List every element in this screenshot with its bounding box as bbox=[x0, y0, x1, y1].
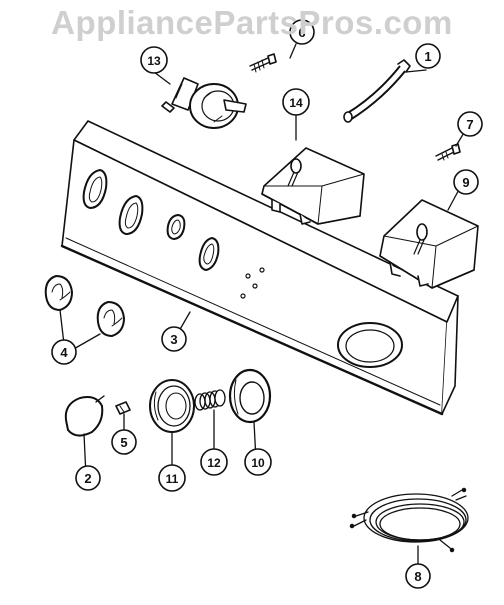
callout-1-label: 1 bbox=[424, 49, 431, 64]
ring-10 bbox=[228, 368, 272, 424]
callout-5-label: 5 bbox=[120, 435, 127, 450]
callout-9: 9 bbox=[453, 169, 479, 195]
screw-6 bbox=[249, 53, 277, 73]
callout-12-label: 12 bbox=[207, 456, 221, 470]
callout-11: 11 bbox=[158, 464, 186, 492]
callout-13: 13 bbox=[140, 46, 168, 74]
callout-9-label: 9 bbox=[462, 175, 469, 190]
spring-12 bbox=[194, 389, 226, 411]
panel-holes bbox=[240, 267, 265, 299]
callout-1: 1 bbox=[415, 43, 441, 69]
callout-2-label: 2 bbox=[84, 471, 91, 486]
knob-lower bbox=[96, 301, 125, 337]
callout-12: 12 bbox=[200, 448, 228, 476]
bezel-11 bbox=[149, 379, 195, 433]
callout-2: 2 bbox=[75, 465, 101, 491]
callout-8-label: 8 bbox=[414, 569, 421, 584]
callout-14: 14 bbox=[282, 88, 310, 116]
callout-3-label: 3 bbox=[170, 332, 177, 347]
switch-assembly bbox=[161, 77, 247, 129]
callout-13-label: 13 bbox=[147, 54, 161, 68]
callout-10-label: 10 bbox=[251, 456, 265, 470]
slot-1 bbox=[82, 169, 108, 209]
callout-7: 7 bbox=[457, 111, 483, 137]
wire-coil-8 bbox=[349, 487, 469, 553]
timer-9 bbox=[379, 199, 479, 289]
panel-dial-opening bbox=[337, 322, 403, 368]
callout-5: 5 bbox=[111, 429, 137, 455]
slot-3 bbox=[166, 214, 186, 240]
dial-cap-2 bbox=[64, 395, 105, 437]
screw-7 bbox=[435, 143, 461, 161]
callout-4: 4 bbox=[51, 339, 77, 365]
slot-4 bbox=[198, 237, 220, 271]
clip-5 bbox=[115, 401, 131, 415]
callout-4-label: 4 bbox=[60, 345, 68, 360]
callout-7-label: 7 bbox=[466, 117, 473, 132]
callout-10: 10 bbox=[244, 448, 272, 476]
callout-3: 3 bbox=[161, 326, 187, 352]
timer-14 bbox=[261, 147, 365, 225]
panel-slots bbox=[82, 169, 220, 271]
wire-harness-1 bbox=[343, 59, 411, 123]
callout-6-label: 6 bbox=[298, 25, 305, 40]
callout-6: 6 bbox=[289, 19, 315, 45]
knob-upper bbox=[44, 275, 73, 311]
callout-14-label: 14 bbox=[289, 96, 303, 110]
slot-2 bbox=[118, 195, 144, 235]
callout-8: 8 bbox=[405, 563, 431, 589]
callout-11-label: 11 bbox=[166, 472, 179, 486]
